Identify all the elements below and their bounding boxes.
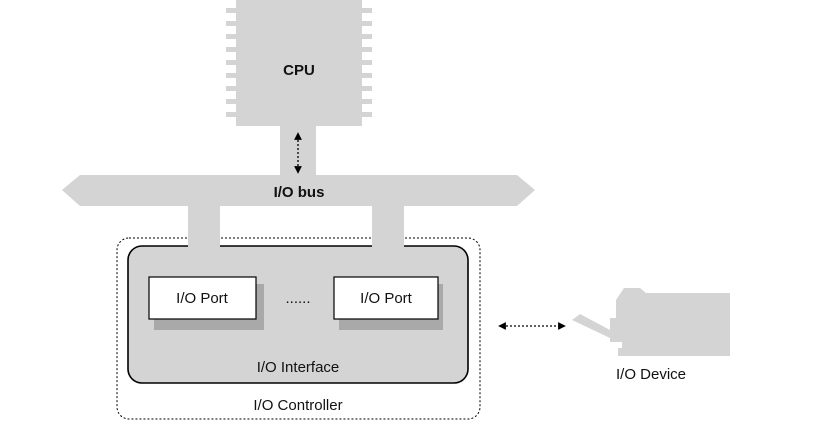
io-interface-label: I/O Interface [257, 359, 340, 376]
io-port-left: I/O Port [148, 276, 264, 330]
io-bus-label: I/O bus [274, 184, 325, 201]
cpu-label: CPU [283, 62, 315, 79]
printer-body [610, 288, 730, 356]
cpu-body [236, 0, 362, 126]
io-controller-boundary [116, 237, 481, 420]
io-port-right-box [333, 276, 439, 320]
printer-slot [612, 342, 622, 348]
io-bus [62, 175, 535, 206]
bus-stub-right [372, 206, 404, 271]
io-port-right-label: I/O Port [360, 290, 413, 307]
io-port-right: I/O Port [333, 276, 443, 330]
io-device-label: I/O Device [616, 366, 686, 383]
cpu-pins-right [362, 8, 372, 117]
io-device-printer-icon [572, 288, 730, 356]
io-port-left-label: I/O Port [176, 290, 229, 307]
io-port-left-box [148, 276, 257, 320]
bus-stub-left [188, 206, 220, 271]
printer-paper-tray [572, 314, 610, 338]
cpu-pins-left [226, 8, 236, 117]
cpu-chip: CPU [226, 0, 372, 126]
port-ellipsis: ...... [285, 290, 310, 307]
io-controller-label: I/O Controller [253, 397, 342, 414]
